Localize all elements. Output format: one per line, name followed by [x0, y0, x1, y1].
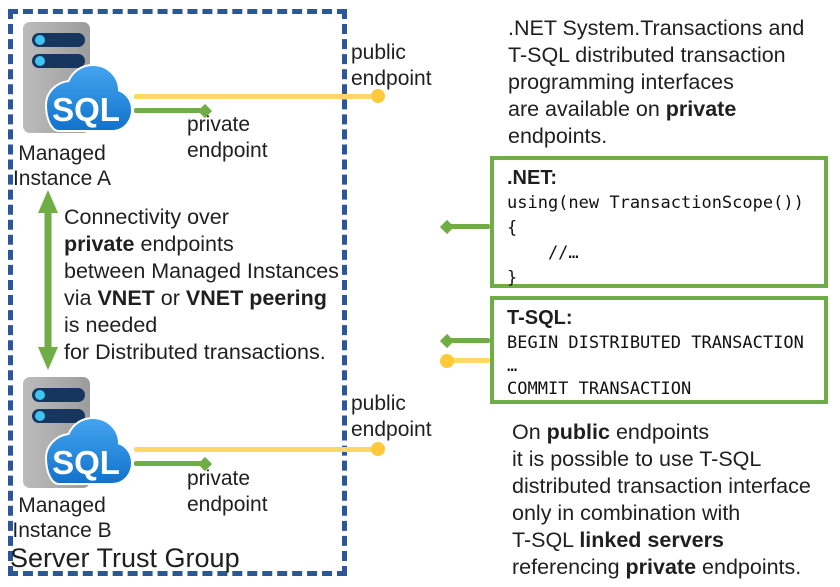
slot-indicator-icon	[35, 56, 45, 66]
net-code-box: .NET: using(new TransactionScope()) { //…	[490, 156, 828, 288]
instance-b-label: Managed Instance B	[12, 494, 112, 542]
slot-indicator-icon	[35, 35, 45, 45]
text-line: distributed transaction interface	[512, 474, 811, 498]
text-line: Connectivity over	[64, 205, 229, 229]
tsql-box-public-connector-line	[449, 358, 490, 363]
tsql-box-public-dot-icon	[440, 353, 454, 368]
sql-cloud-label: SQL	[52, 444, 120, 481]
net-availability-note: .NET System.Transactions and T-SQL distr…	[508, 15, 804, 150]
text-line: are available on private	[508, 97, 737, 121]
server-trust-group-boundary	[8, 9, 347, 576]
slot-indicator-icon	[35, 390, 45, 400]
public-endpoints-note: On public endpoints it is possible to us…	[512, 419, 811, 581]
public-endpoint-dot-icon	[371, 89, 385, 103]
text-line: T-SQL distributed transaction	[508, 43, 786, 67]
public-endpoint-line	[134, 94, 374, 99]
sql-cloud-label: SQL	[52, 91, 120, 128]
text-line: only in combination with	[512, 501, 741, 525]
public-endpoint-label-b: public endpoint	[351, 392, 432, 441]
tsql-code-box: T-SQL: BEGIN DISTRIBUTED TRANSACTION … C…	[490, 296, 828, 404]
private-endpoint-line	[134, 461, 204, 466]
server-slot	[32, 409, 85, 423]
tsql-box-private-connector-line	[448, 338, 490, 343]
text-line: for Distributed transactions.	[64, 340, 326, 364]
sql-cloud-icon: SQL	[38, 57, 134, 135]
text-line: is needed	[64, 313, 158, 337]
text-line: referencing private endpoints.	[512, 555, 802, 579]
public-endpoint-line	[134, 447, 374, 452]
instances-connectivity-double-arrow-icon	[36, 190, 60, 375]
code-line: COMMIT TRANSACTION	[507, 379, 692, 399]
text-line: .NET System.Transactions and	[508, 16, 805, 40]
connectivity-note: Connectivity over private endpoints betw…	[64, 204, 339, 366]
server-slot	[32, 388, 85, 402]
text-line: private endpoints	[64, 232, 234, 256]
public-endpoint-dot-icon	[371, 442, 385, 456]
code-line: using(new TransactionScope())	[507, 193, 804, 213]
sql-cloud-icon: SQL	[38, 410, 134, 488]
code-line: …	[507, 356, 518, 376]
code-line: {	[507, 218, 518, 238]
text-line: On public endpoints	[512, 420, 710, 444]
net-box-private-diamond-icon	[439, 219, 455, 234]
private-endpoint-line	[134, 108, 204, 113]
code-line: BEGIN DISTRIBUTED TRANSACTION	[507, 333, 804, 353]
text-line: programming interfaces	[508, 70, 734, 94]
text-line: between Managed Instances	[64, 259, 339, 283]
tsql-box-private-diamond-icon	[439, 333, 455, 348]
private-endpoint-label-a: private endpoint	[187, 113, 268, 162]
server-slot	[32, 54, 85, 68]
tsql-code-title: T-SQL:	[507, 307, 573, 329]
instance-a-label: Managed Instance A	[12, 142, 112, 190]
slot-indicator-icon	[35, 411, 45, 421]
net-code-title: .NET:	[507, 167, 557, 189]
private-endpoint-label-b: private endpoint	[187, 467, 268, 516]
text-line: it is possible to use T-SQL	[512, 447, 762, 471]
server-trust-group-label: Server Trust Group	[10, 543, 240, 573]
text-line: endpoints.	[508, 124, 608, 148]
net-box-private-connector-line	[448, 224, 490, 229]
text-line: via VNET or VNET peering	[64, 286, 327, 310]
public-endpoint-label-a: public endpoint	[351, 41, 432, 90]
text-line: T-SQL linked servers	[512, 528, 724, 552]
server-slot	[32, 33, 85, 47]
code-line: }	[507, 268, 518, 288]
code-line: //…	[507, 243, 579, 263]
